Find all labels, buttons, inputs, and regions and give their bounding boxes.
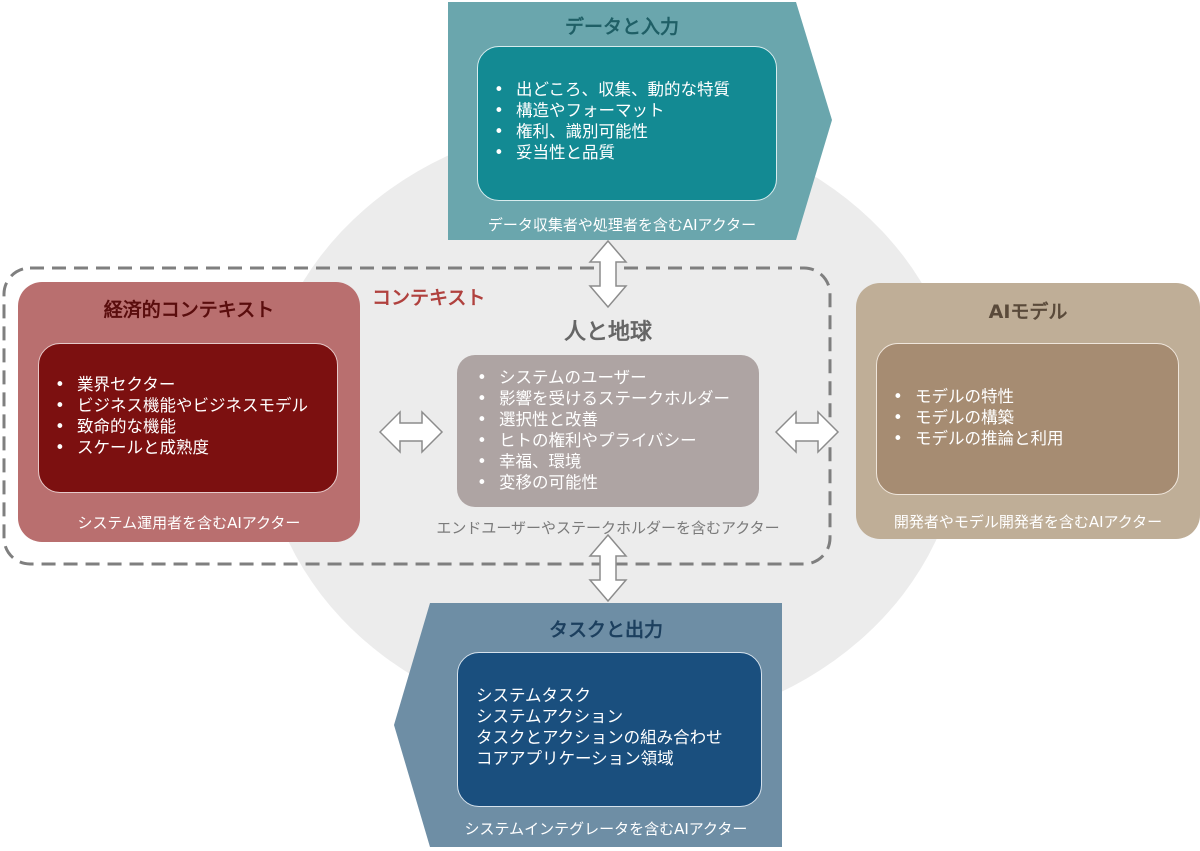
economic-title: 経済的コンテキスト: [103, 299, 275, 321]
data-input-title: データと入力: [564, 16, 679, 38]
task-title: タスクと出力: [548, 619, 663, 641]
double-arrow-horizontal-left-icon: [378, 410, 444, 454]
context-dashed-border: [2, 266, 832, 566]
model-title: AIモデル: [988, 301, 1068, 323]
list-item: スケールと成熟度: [55, 437, 337, 458]
double-arrow-vertical-bottom-icon: [588, 533, 628, 603]
list-item: モデルの特性: [893, 386, 1178, 407]
data-input-actor: データ収集者や処理者を含むAIアクター: [487, 216, 757, 234]
list-item: モデルの構築: [893, 407, 1178, 428]
task-actor: システムインテグレータを含むAIアクター: [464, 820, 748, 838]
list-item: システムアクション: [476, 707, 624, 726]
list-item: 妥当性と品質: [494, 142, 776, 163]
list-item: コアアプリケーション領域: [476, 749, 674, 768]
list-item: モデルの推論と利用: [893, 428, 1178, 449]
double-arrow-vertical-top-icon: [588, 239, 628, 309]
list-item: ヒトの権利やプライバシー: [477, 430, 759, 451]
context-label: コンテキスト: [372, 287, 486, 309]
economic-actor: システム運用者を含むAIアクター: [77, 514, 301, 532]
economic-list: 業界セクター ビジネス機能やビジネスモデル 致命的な機能 スケールと成熟度: [39, 374, 337, 458]
people-actor: エンドユーザーやステークホルダーを含むアクター: [436, 519, 780, 537]
list-item: 出どころ、収集、動的な特質: [494, 79, 776, 100]
list-item: システムタスク: [476, 686, 592, 705]
people-title: 人と地球: [563, 320, 652, 345]
task-list: システムタスク システムアクション タスクとアクションの組み合わせ コアアプリケ…: [458, 685, 761, 769]
list-item: システムのユーザー: [477, 367, 759, 388]
list-item: 権利、識別可能性: [494, 121, 776, 142]
list-item: 幸福、環境: [477, 451, 759, 472]
list-item: 構造やフォーマット: [494, 100, 776, 121]
model-list: モデルの特性 モデルの構築 モデルの推論と利用: [877, 386, 1178, 449]
model-actor: 開発者やモデル開発者を含むAIアクター: [893, 513, 1163, 531]
people-inner-box: システムのユーザー 影響を受けるステークホルダー 選択性と改善 ヒトの権利やプラ…: [457, 355, 759, 507]
model-inner-box: モデルの特性 モデルの構築 モデルの推論と利用: [876, 343, 1179, 495]
list-item: 業界セクター: [55, 374, 337, 395]
double-arrow-horizontal-right-icon: [774, 410, 840, 454]
list-item: タスクとアクションの組み合わせ: [476, 728, 723, 747]
list-item: ビジネス機能やビジネスモデル: [55, 395, 337, 416]
economic-inner-box: 業界セクター ビジネス機能やビジネスモデル 致命的な機能 スケールと成熟度: [38, 343, 338, 493]
task-inner-box: システムタスク システムアクション タスクとアクションの組み合わせ コアアプリケ…: [457, 652, 762, 807]
people-list: システムのユーザー 影響を受けるステークホルダー 選択性と改善 ヒトの権利やプラ…: [457, 367, 759, 493]
list-item: 選択性と改善: [477, 409, 759, 430]
data-input-inner-box: 出どころ、収集、動的な特質 構造やフォーマット 権利、識別可能性 妥当性と品質: [477, 46, 777, 201]
list-item: 影響を受けるステークホルダー: [477, 388, 759, 409]
list-item: 変移の可能性: [477, 472, 759, 493]
data-input-list: 出どころ、収集、動的な特質 構造やフォーマット 権利、識別可能性 妥当性と品質: [478, 79, 776, 163]
list-item: 致命的な機能: [55, 416, 337, 437]
